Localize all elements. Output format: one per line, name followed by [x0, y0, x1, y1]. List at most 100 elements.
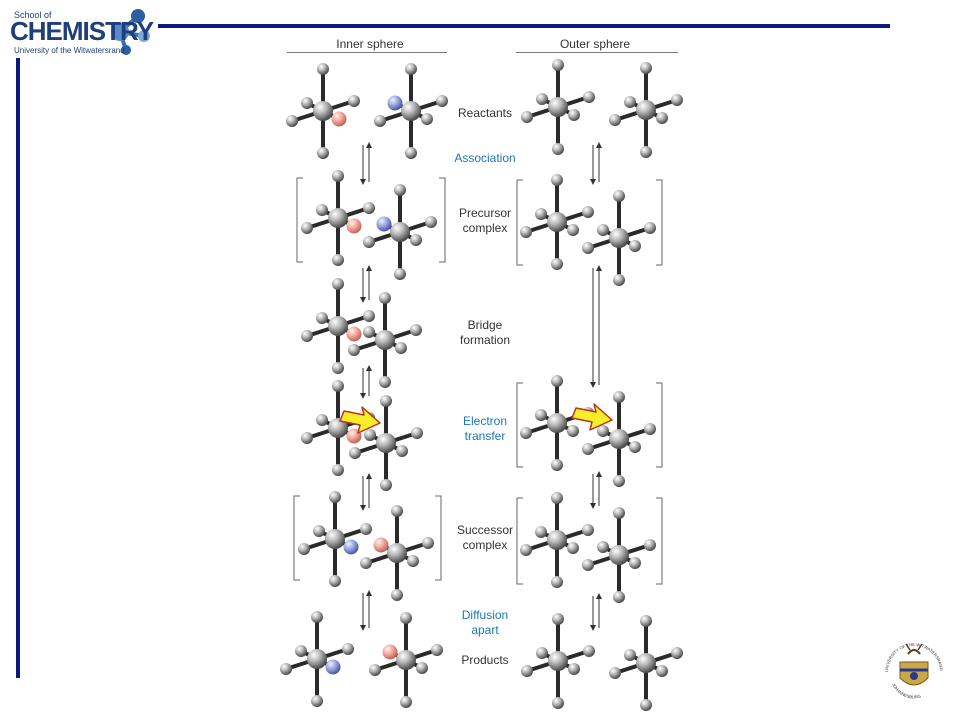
ligand-atom: [416, 662, 428, 674]
octahedral-complex: [349, 395, 423, 491]
outer-sphere-heading: Outer sphere: [559, 37, 631, 51]
octahedral-complex: [582, 190, 656, 286]
ligand-atom: [582, 524, 594, 536]
ligand-atom: [583, 91, 595, 103]
pink-ligand: [346, 218, 362, 234]
ligand-atom: [613, 507, 625, 519]
ligand-atom: [520, 544, 532, 556]
ligand-atom: [567, 425, 579, 437]
ligand-atom: [391, 505, 403, 517]
ligand-atom: [295, 645, 307, 657]
octahedral-complex: [348, 292, 422, 388]
ligand-atom: [363, 202, 375, 214]
ligand-atom: [316, 312, 328, 324]
equilibrium-arrow: [360, 365, 372, 399]
ligand-atom: [349, 447, 361, 459]
inner-heading-rule: [287, 52, 447, 53]
ligand-atom: [640, 146, 652, 158]
metal-center: [609, 429, 629, 449]
electron-transfer-arrow: [571, 403, 613, 431]
ligand-atom: [567, 542, 579, 554]
metal-center: [396, 650, 416, 670]
label-precursor-line2: complex: [462, 221, 508, 235]
metal-center: [328, 418, 348, 438]
ligand-atom: [395, 342, 407, 354]
ligand-atom: [301, 330, 313, 342]
left-bracket: [516, 497, 523, 585]
label-diffusion-line1: Diffusion: [461, 608, 509, 622]
bracket-pair: [516, 179, 663, 266]
ligand-atom: [329, 575, 341, 587]
label-diffusion-line2: apart: [471, 623, 499, 637]
ligand-atom: [301, 97, 313, 109]
octahedral-complex: [374, 63, 448, 159]
ligand-atom: [583, 645, 595, 657]
ligand-atom: [379, 376, 391, 388]
label-precursor-line1: Precursor: [458, 206, 511, 220]
ligand-atom: [582, 242, 594, 254]
right-bracket: [656, 179, 663, 266]
ligand-atom: [405, 147, 417, 159]
label-successor-line1: Successor: [456, 523, 514, 537]
ligand-atom: [396, 445, 408, 457]
octahedral-complex: [360, 505, 434, 601]
ligand-atom: [369, 664, 381, 676]
ligand-atom: [535, 409, 547, 421]
ligand-atom: [609, 667, 621, 679]
ligand-atom: [597, 224, 609, 236]
metal-center: [609, 228, 629, 248]
octahedral-complex: [286, 63, 360, 159]
ligand-atom: [360, 523, 372, 535]
long-equilibrium-arrow: [590, 265, 602, 388]
ligand-atom: [407, 555, 419, 567]
ligand-atom: [624, 96, 636, 108]
yellow-arrow: [571, 403, 613, 431]
logo-main-text: CHEMISTRY: [10, 16, 154, 46]
ligand-atom: [567, 224, 579, 236]
left-bracket: [293, 495, 300, 581]
ligand-atom: [536, 93, 548, 105]
ligand-atom: [609, 114, 621, 126]
ligand-atom: [613, 591, 625, 603]
ligand-atom: [551, 576, 563, 588]
ligand-atom: [551, 492, 563, 504]
left-rule: [16, 58, 20, 678]
ligand-atom: [360, 557, 372, 569]
metal-center: [313, 101, 333, 121]
ligand-atom: [520, 226, 532, 238]
ligand-atom: [332, 278, 344, 290]
logo-bottom-text: University of the Witwatersrand: [14, 46, 125, 55]
inner-sphere-heading: Inner sphere: [336, 37, 404, 51]
ligand-atom: [644, 222, 656, 234]
equilibrium-arrow: [360, 590, 372, 631]
ligand-atom: [552, 59, 564, 71]
ligand-atom: [671, 647, 683, 659]
ligand-atom: [380, 395, 392, 407]
ligand-atom: [348, 344, 360, 356]
metal-center: [547, 530, 567, 550]
bracket-pair: [296, 177, 446, 263]
metal-center: [390, 222, 410, 242]
metal-center: [636, 100, 656, 120]
ligand-atom: [411, 427, 423, 439]
ligand-atom: [364, 429, 376, 441]
university-crest-icon: UNIVERSITY OF THE WITWATERSRAND JOHANNES…: [884, 642, 944, 699]
ligand-atom: [317, 147, 329, 159]
octahedral-complex: [582, 507, 656, 603]
outer-heading-rule: [516, 52, 678, 53]
blue-ligand: [325, 659, 341, 675]
ligand-atom: [582, 206, 594, 218]
yellow-arrow: [339, 406, 381, 434]
ligand-atom: [644, 423, 656, 435]
octahedral-complex: [301, 170, 375, 266]
ligand-atom: [301, 222, 313, 234]
metal-center: [387, 543, 407, 563]
ligand-atom: [535, 526, 547, 538]
ligand-atom: [286, 115, 298, 127]
bracket-pair: [293, 495, 442, 581]
label-electron-line1: Electron: [462, 414, 508, 428]
ligand-atom: [280, 663, 292, 675]
ligand-atom: [410, 324, 422, 336]
ligand-atom: [332, 464, 344, 476]
